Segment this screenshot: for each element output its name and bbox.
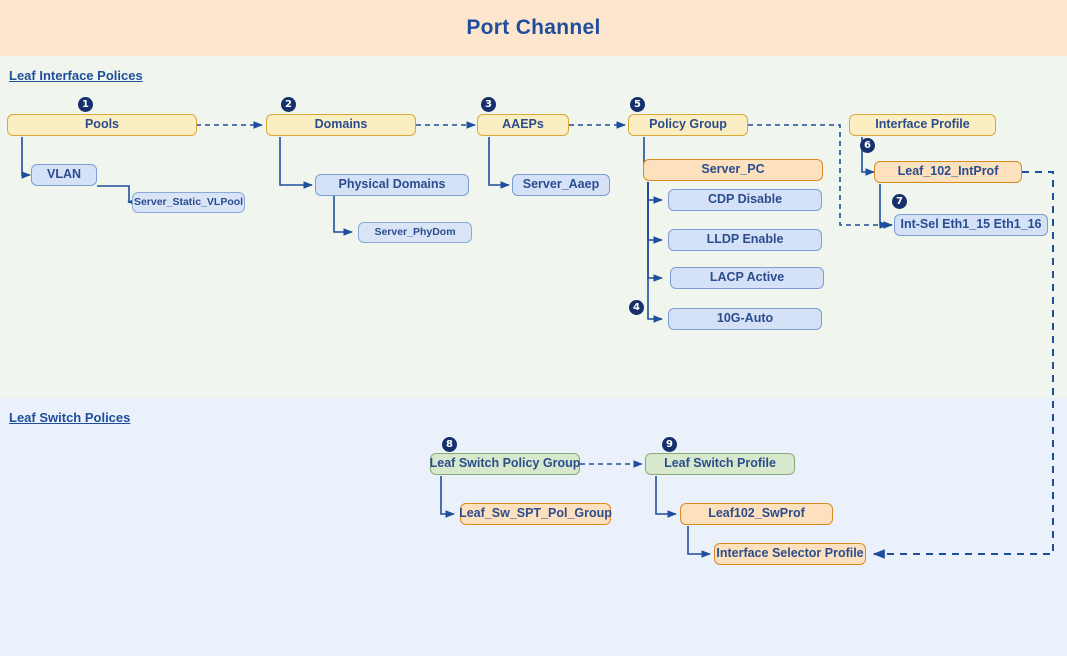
node-leaf-switch-policy-group[interactable]: Leaf Switch Policy Group xyxy=(430,453,580,475)
node-vlan[interactable]: VLAN xyxy=(31,164,97,186)
badge-5: 5 xyxy=(630,97,645,112)
badge-8: 8 xyxy=(442,437,457,452)
node-server-static-vlpool[interactable]: Server_Static_VLPool xyxy=(132,192,245,213)
node-policy-group[interactable]: Policy Group xyxy=(628,114,748,136)
node-server-phydom[interactable]: Server_PhyDom xyxy=(358,222,472,243)
section-title-leaf-interface-polices[interactable]: Leaf Interface Polices xyxy=(9,68,143,83)
badge-1: 1 xyxy=(78,97,93,112)
node-server-pc[interactable]: Server_PC xyxy=(643,159,823,181)
node-leaf102-swprof[interactable]: Leaf102_SwProf xyxy=(680,503,833,525)
badge-3: 3 xyxy=(481,97,496,112)
section-band-leaf-switch-polices xyxy=(0,398,1067,656)
badge-6: 6 xyxy=(860,138,875,153)
badge-2: 2 xyxy=(281,97,296,112)
node-server-aaep[interactable]: Server_Aaep xyxy=(512,174,610,196)
node-leaf-102-intprof[interactable]: Leaf_102_IntProf xyxy=(874,161,1022,183)
badge-7: 7 xyxy=(892,194,907,209)
page-title: Port Channel xyxy=(466,16,601,39)
node-interface-selector-profile[interactable]: Interface Selector Profile xyxy=(714,543,866,565)
node-interface-profile[interactable]: Interface Profile xyxy=(849,114,996,136)
node-cdp-disable[interactable]: CDP Disable xyxy=(668,189,822,211)
node-lldp-enable[interactable]: LLDP Enable xyxy=(668,229,822,251)
section-title-leaf-switch-polices[interactable]: Leaf Switch Polices xyxy=(9,410,131,425)
node-leaf-sw-spt-pol-group[interactable]: Leaf_Sw_SPT_Pol_Group xyxy=(459,503,612,525)
node-leaf-switch-profile[interactable]: Leaf Switch Profile xyxy=(645,453,795,475)
node-domains[interactable]: Domains xyxy=(266,114,416,136)
node-10g-auto[interactable]: 10G-Auto xyxy=(668,308,822,330)
badge-4: 4 xyxy=(629,300,644,315)
node-int-sel[interactable]: Int-Sel Eth1_15 Eth1_16 xyxy=(894,214,1048,236)
badge-9: 9 xyxy=(662,437,677,452)
node-aaeps[interactable]: AAEPs xyxy=(477,114,569,136)
node-physical-domains[interactable]: Physical Domains xyxy=(315,174,469,196)
header-band xyxy=(0,0,1067,56)
node-pools[interactable]: Pools xyxy=(7,114,197,136)
node-lacp-active[interactable]: LACP Active xyxy=(670,267,824,289)
